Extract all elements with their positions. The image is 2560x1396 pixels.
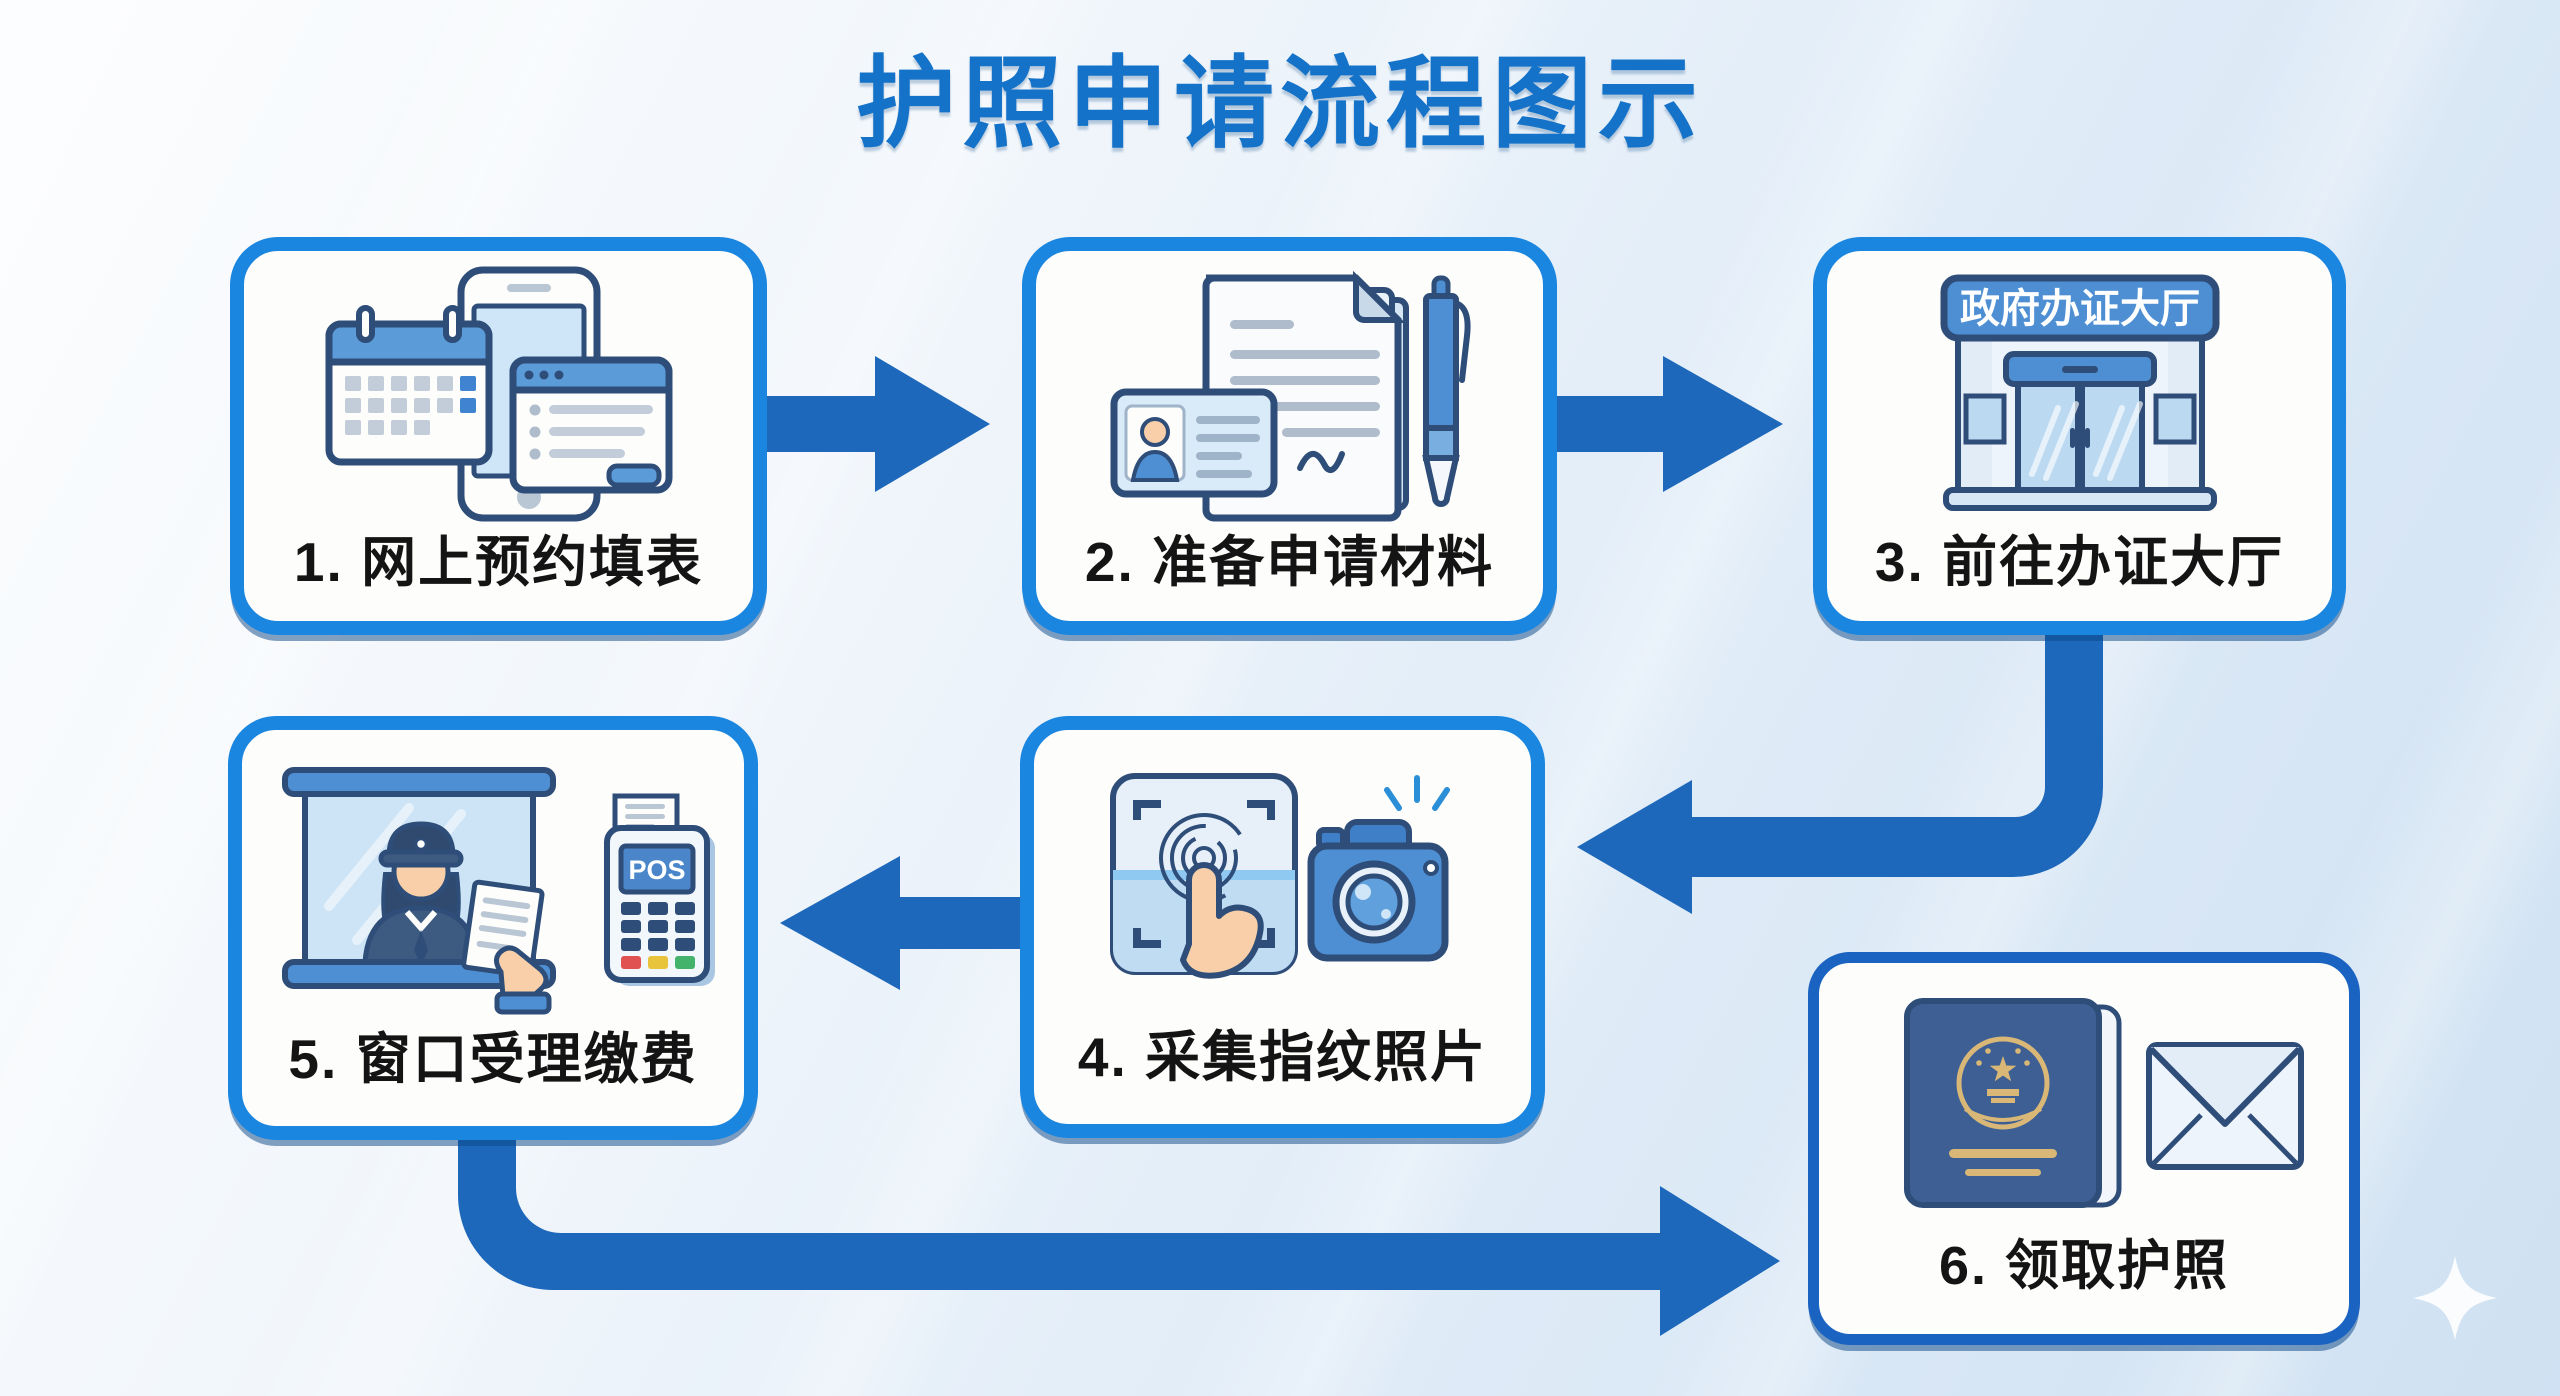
document-hand-icon [461, 879, 552, 1015]
passport-icon [1904, 997, 2122, 1208]
officer-icon [362, 821, 480, 966]
biometrics-icon [1109, 773, 1450, 979]
payment-window-icon: POS [282, 767, 715, 1015]
pen-icon [1421, 275, 1471, 507]
national-emblem-icon [1956, 1036, 2050, 1129]
arrow-step5-to-step6-icon [458, 1110, 1780, 1336]
arrow-step2-to-step3-icon [1548, 356, 1783, 492]
hall-sign-text: 政府办证大厅 [1960, 287, 2200, 331]
step-box-3: 政府办证大厅 3. 前往办证大厅 [1813, 237, 2346, 635]
step2-icon-area [1046, 265, 1533, 525]
step6-icon-area [1829, 977, 2339, 1234]
step-box-2: 2. 准备申请材料 [1022, 237, 1557, 635]
step1-icon-area [254, 265, 743, 525]
hand-icon [1179, 862, 1264, 979]
arrow-step4-to-step5-icon [780, 856, 1032, 990]
step-box-1: 1. 网上预约填表 [230, 237, 767, 635]
flash-sparks-icon [1383, 775, 1450, 811]
pos-screen-text: POS [628, 855, 685, 885]
step5-label: 5. 窗口受理缴费 [288, 1028, 698, 1090]
passport-delivery-icon [1904, 997, 2304, 1208]
step2-label: 2. 准备申请材料 [1084, 531, 1495, 593]
step5-icon-area: POS [252, 744, 734, 1030]
step-box-4: 4. 采集指纹照片 [1020, 716, 1545, 1138]
id-card-icon [1110, 388, 1277, 498]
camera-icon [1307, 775, 1450, 962]
government-hall-icon: 政府办证大厅 [1940, 274, 2219, 511]
online-booking-icon [325, 266, 672, 522]
step3-icon-area: 政府办证大厅 [1837, 265, 2322, 525]
calendar-icon [325, 305, 492, 466]
arrow-step3-to-step4-icon [1577, 600, 2103, 914]
glass-doors-icon [2014, 381, 2145, 493]
web-form-icon [509, 356, 672, 494]
step4-label: 4. 采集指纹照片 [1077, 1026, 1488, 1088]
sparkle-icon [2413, 1256, 2497, 1340]
page-title: 护照申请流程图示 [856, 48, 1704, 160]
step-box-6: 6. 领取护照 [1808, 952, 2360, 1345]
hall-sign: 政府办证大厅 [1940, 274, 2219, 342]
envelope-icon [2146, 1041, 2304, 1170]
step3-label: 3. 前往办证大厅 [1874, 531, 2285, 593]
pos-terminal-icon: POS [604, 793, 715, 986]
arrow-step1-to-step2-icon [756, 356, 990, 492]
step4-icon-area [1044, 744, 1521, 1028]
step1-label: 1. 网上预约填表 [293, 531, 704, 593]
step6-label: 6. 领取护照 [1938, 1236, 2230, 1296]
step-box-5: POS 5. 窗口受理缴费 [228, 716, 758, 1140]
application-materials-icon [1110, 270, 1471, 522]
